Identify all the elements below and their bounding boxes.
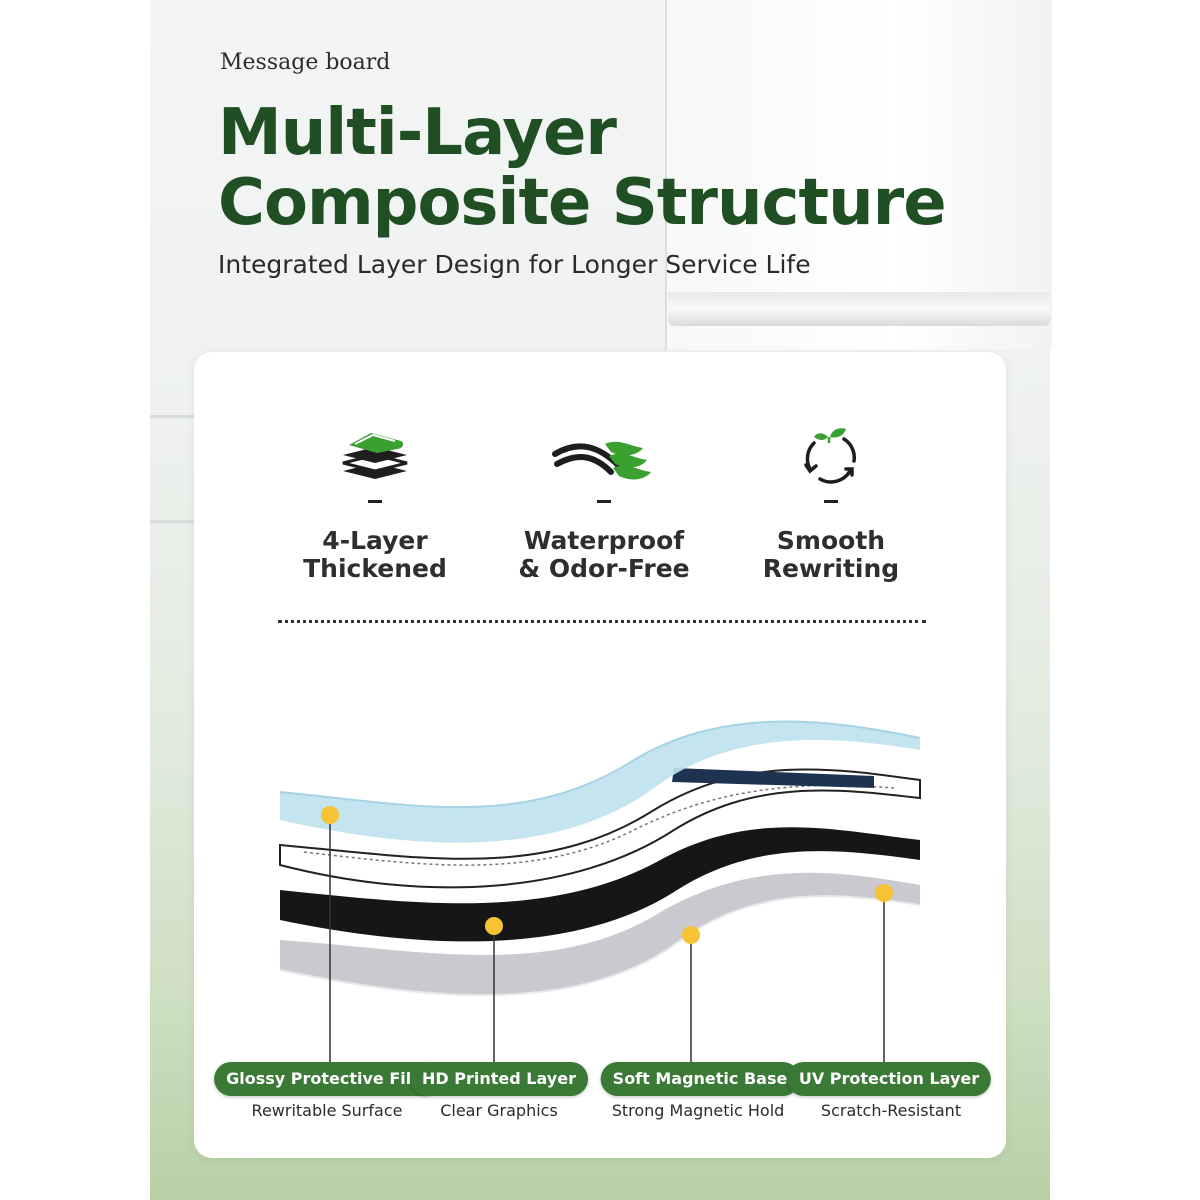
dash-separator bbox=[597, 500, 611, 503]
feature-label-line: Thickened bbox=[303, 554, 447, 583]
layer-marker bbox=[682, 926, 700, 944]
feature-smooth-rewriting: Smooth Rewriting bbox=[711, 420, 951, 583]
glossy-film-layer-shape bbox=[280, 721, 920, 843]
page-subtitle: Integrated Layer Design for Longer Servi… bbox=[218, 250, 811, 279]
caption-clear-graphics: Clear Graphics bbox=[440, 1101, 558, 1120]
label-glossy-protective-film: Glossy Protective Film bbox=[214, 1062, 440, 1096]
feature-label: Smooth Rewriting bbox=[711, 527, 951, 583]
feature-label: 4-Layer Thickened bbox=[255, 527, 495, 583]
layer-diagram bbox=[279, 720, 921, 1062]
label-uv-protection-layer: UV Protection Layer bbox=[786, 1062, 992, 1096]
caption-rewritable-surface: Rewritable Surface bbox=[251, 1101, 403, 1120]
right-margin bbox=[1050, 0, 1200, 1200]
feature-label-line: Waterproof bbox=[523, 526, 685, 555]
feature-label-line: & Odor-Free bbox=[518, 554, 690, 583]
caption-strong-magnetic-hold: Strong Magnetic Hold bbox=[611, 1101, 785, 1120]
label-hd-printed-layer: HD Printed Layer bbox=[410, 1062, 588, 1096]
title-line-1: Multi-Layer bbox=[218, 96, 617, 170]
stacked-layers-icon bbox=[255, 420, 495, 492]
wall-edge bbox=[150, 520, 195, 523]
layer-marker bbox=[321, 806, 339, 824]
feature-waterproof: Waterproof & Odor-Free bbox=[484, 420, 724, 583]
title-line-2: Composite Structure bbox=[218, 166, 947, 240]
fridge-door-image bbox=[665, 0, 1052, 350]
wall-edge bbox=[150, 415, 195, 418]
layer-marker bbox=[485, 917, 503, 935]
page-title: Multi-Layer Composite Structure bbox=[218, 96, 947, 240]
label-soft-magnetic-base: Soft Magnetic Base bbox=[600, 1062, 800, 1096]
feature-label-line: Smooth bbox=[776, 526, 886, 555]
dash-separator bbox=[824, 500, 838, 503]
magnetic-base-layer-shape bbox=[280, 827, 920, 942]
dash-separator bbox=[368, 500, 382, 503]
feature-label: Waterproof & Odor-Free bbox=[484, 527, 724, 583]
dotted-divider bbox=[278, 620, 926, 623]
recycle-leaf-icon bbox=[711, 420, 951, 492]
layer-marker bbox=[875, 884, 893, 902]
feature-label-line: 4-Layer bbox=[322, 526, 428, 555]
water-wave-icon bbox=[484, 420, 724, 492]
feature-four-layer: 4-Layer Thickened bbox=[255, 420, 495, 583]
eyebrow-text: Message board bbox=[220, 50, 391, 75]
fridge-handle-image bbox=[668, 292, 1050, 326]
left-margin bbox=[0, 0, 150, 1200]
feature-label-line: Rewriting bbox=[762, 554, 900, 583]
caption-scratch-resistant: Scratch-Resistant bbox=[820, 1101, 962, 1120]
